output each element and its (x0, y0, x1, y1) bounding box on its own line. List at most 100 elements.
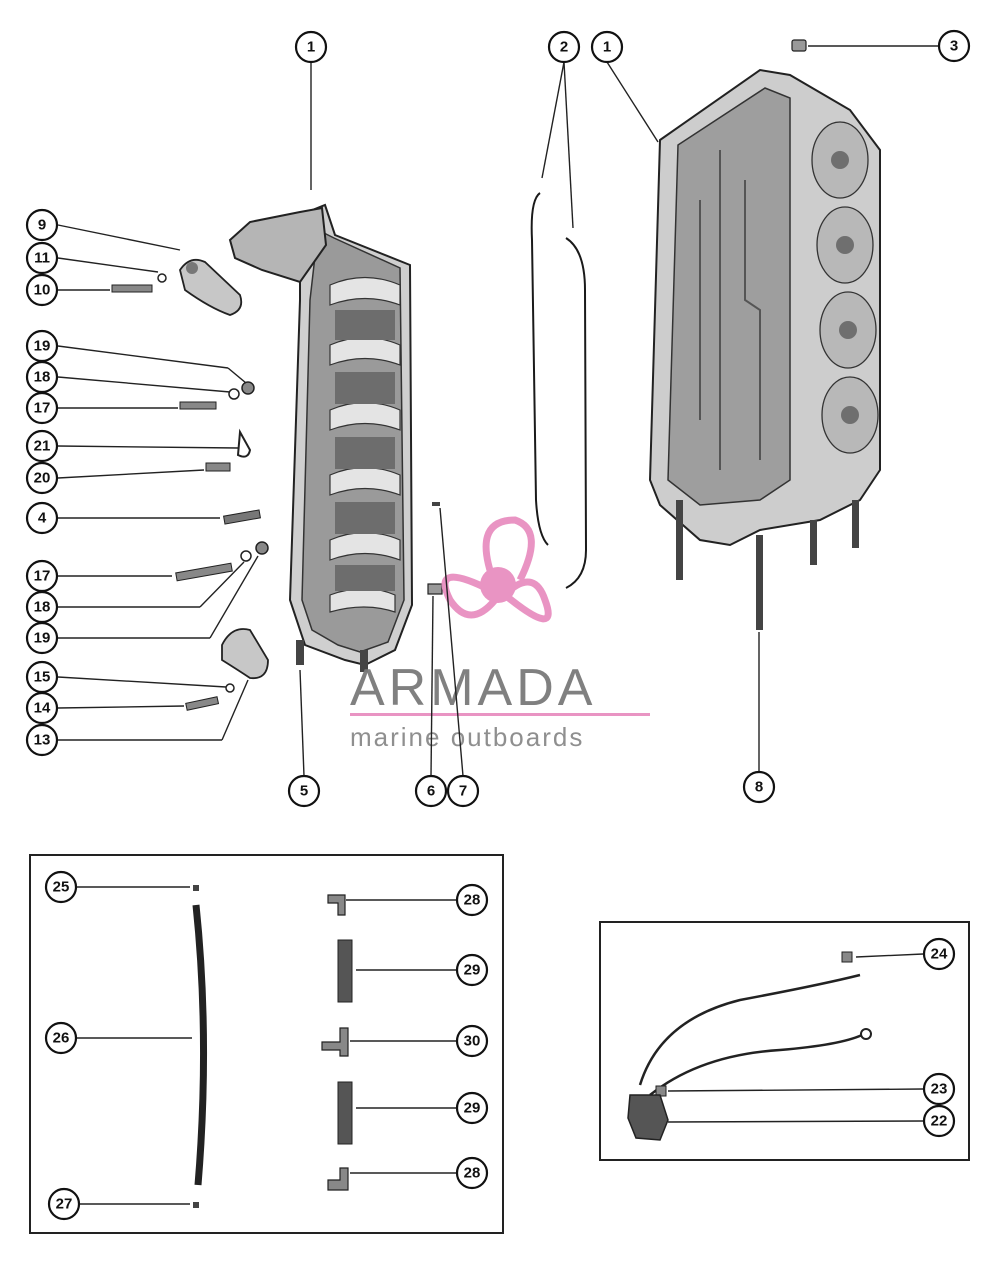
svg-text:5: 5 (300, 783, 308, 800)
bolt-17-lower (175, 562, 233, 582)
callout-2: 2 (547, 30, 581, 64)
clamp-25 (193, 885, 199, 891)
svg-text:22: 22 (931, 1113, 948, 1130)
callout-14: 14 (25, 691, 59, 725)
leader-lines (57, 45, 938, 1205)
washer-11 (157, 273, 167, 283)
washer-18-upper (228, 388, 240, 400)
callout-4: 4 (25, 501, 59, 535)
svg-text:19: 19 (34, 338, 51, 355)
ground-wire-long (638, 973, 861, 1086)
crankcase-front-half (228, 203, 414, 672)
callout-30: 30 (455, 1024, 489, 1058)
svg-text:17: 17 (34, 568, 51, 585)
watermark-tagline: marine outboards (350, 722, 584, 752)
svg-text:26: 26 (53, 1030, 70, 1047)
tee-fitting-30 (321, 1027, 349, 1057)
svg-text:27: 27 (56, 1196, 73, 1213)
watermark-rule (350, 713, 650, 716)
svg-text:17: 17 (34, 400, 51, 417)
callout-20: 20 (25, 461, 59, 495)
screw-24 (841, 951, 853, 963)
watermark-brand: ARMADA (350, 659, 596, 717)
callout-17-upper: 17 (25, 391, 59, 425)
dowel-4 (222, 509, 262, 525)
callout-18-upper: 18 (25, 360, 59, 394)
svg-text:1: 1 (603, 39, 611, 56)
callout-21: 21 (25, 429, 59, 463)
callout-29-top: 29 (455, 953, 489, 987)
armada-watermark: ARMADA marine outboards (350, 516, 650, 752)
svg-text:29: 29 (464, 1100, 481, 1117)
callout-10: 10 (25, 273, 59, 307)
svg-text:11: 11 (34, 250, 50, 267)
svg-text:21: 21 (34, 438, 51, 455)
callout-18-lower: 18 (25, 590, 59, 624)
callout-25: 25 (44, 870, 78, 904)
svg-text:8: 8 (755, 779, 763, 796)
svg-text:15: 15 (34, 669, 51, 686)
ring-terminal-icon (860, 1028, 872, 1040)
svg-text:1: 1 (307, 39, 315, 56)
svg-text:6: 6 (427, 783, 435, 800)
svg-text:19: 19 (34, 630, 51, 647)
svg-text:24: 24 (931, 946, 948, 963)
bolt-17-upper (179, 401, 217, 410)
bushing-6 (427, 583, 443, 595)
plug-3 (791, 39, 807, 52)
screw-20 (205, 462, 231, 472)
callout-24: 24 (922, 937, 956, 971)
svg-text:23: 23 (931, 1081, 948, 1098)
pin-7 (432, 502, 440, 506)
svg-text:13: 13 (34, 732, 51, 749)
bracket-9 (179, 258, 243, 316)
callout-19-lower: 19 (25, 621, 59, 655)
callout-9: 9 (25, 208, 59, 242)
svg-text:30: 30 (464, 1033, 481, 1050)
callout-15: 15 (25, 660, 59, 694)
callout-26: 26 (44, 1021, 78, 1055)
bracket-13 (221, 628, 269, 680)
hose-29-bottom (337, 1081, 353, 1145)
cylinder-block (648, 68, 881, 630)
svg-text:29: 29 (464, 962, 481, 979)
callout-28-top: 28 (455, 883, 489, 917)
callout-6: 6 (414, 774, 448, 808)
inset-box-wiring (599, 921, 970, 1161)
callout-29-bottom: 29 (455, 1091, 489, 1125)
svg-text:3: 3 (950, 38, 958, 55)
callout-8: 8 (742, 770, 776, 804)
svg-text:18: 18 (34, 599, 51, 616)
callout-7: 7 (446, 774, 480, 808)
seal-strip-left (530, 192, 549, 546)
inset-wiring-parts (627, 951, 872, 1141)
svg-text:9: 9 (38, 217, 46, 234)
callouts: 1 2 1 3 9 11 10 19 18 17 21 20 4 17 18 1… (25, 29, 971, 1221)
nut-19-upper (241, 381, 255, 395)
hose-29-top (337, 939, 353, 1003)
clip-21 (236, 428, 252, 458)
elbow-fitting-28-bottom (327, 1167, 349, 1191)
propeller-hub-icon (480, 567, 516, 603)
svg-text:10: 10 (34, 282, 51, 299)
callout-27: 27 (47, 1187, 81, 1221)
callout-1-right: 1 (590, 30, 624, 64)
hose-26 (192, 904, 208, 1186)
screw-10 (111, 284, 153, 293)
callout-5: 5 (287, 774, 321, 808)
svg-text:18: 18 (34, 369, 51, 386)
svg-text:14: 14 (34, 700, 51, 717)
clamp-22 (627, 1094, 669, 1141)
callout-17-lower: 17 (25, 559, 59, 593)
callout-22: 22 (922, 1104, 956, 1138)
callout-13: 13 (25, 723, 59, 757)
callout-19-upper: 19 (25, 329, 59, 363)
svg-text:28: 28 (464, 892, 481, 909)
callout-1-left: 1 (294, 30, 328, 64)
inset-box-hoses (29, 854, 504, 1234)
seal-strip-right (565, 237, 588, 589)
svg-text:2: 2 (560, 39, 568, 56)
inset-hoses-parts (192, 885, 353, 1208)
callout-3: 3 (937, 29, 971, 63)
